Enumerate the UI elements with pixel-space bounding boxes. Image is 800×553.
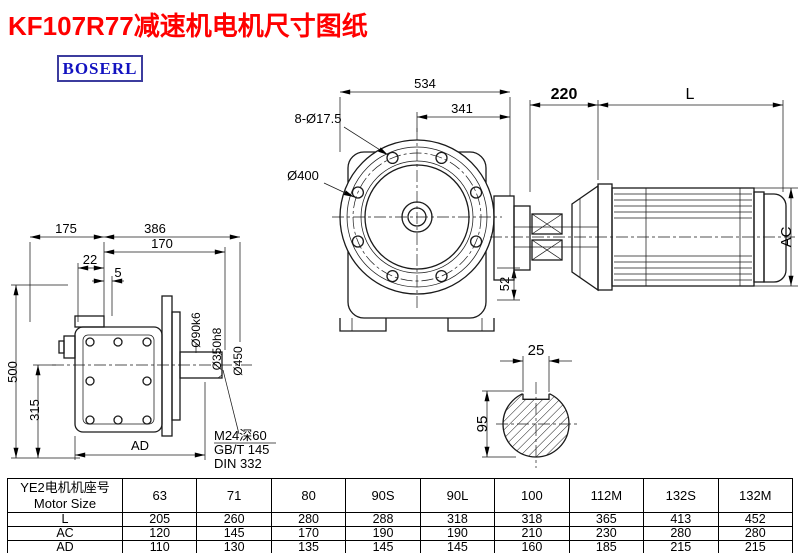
table-cell: 110 bbox=[121, 540, 198, 553]
table-header-motor-size: YE2电机机座号 Motor Size bbox=[7, 477, 123, 514]
table-cell: 280 bbox=[643, 526, 719, 542]
flange-dia-label: Ø450 bbox=[231, 346, 245, 376]
bolt-hole-note: 8-Ø17.5 bbox=[295, 111, 342, 126]
table-cell: 452 bbox=[717, 512, 793, 528]
front-view: 534 341 8-Ø17.5 Ø400 52 bbox=[287, 76, 520, 332]
size-col: 100 bbox=[494, 477, 570, 514]
table-cell: 365 bbox=[568, 512, 645, 528]
table-cell: 205 bbox=[121, 512, 198, 528]
left-side-view: 175 386 170 22 5 500 315 bbox=[5, 221, 276, 471]
table-cell: 185 bbox=[568, 540, 645, 553]
table-cell: 145 bbox=[345, 540, 421, 553]
table-cell: 318 bbox=[419, 512, 496, 528]
table-cell: 190 bbox=[419, 526, 496, 542]
standard-din: DIN 332 bbox=[214, 456, 262, 471]
bolt-circle-dia-label: Ø400 bbox=[287, 168, 319, 183]
shaft-section-dia-label: 95 bbox=[474, 416, 491, 433]
table-cell: 215 bbox=[643, 540, 719, 553]
dim-175: 175 bbox=[55, 221, 77, 236]
size-col: 90L bbox=[419, 477, 496, 514]
size-col: 132S bbox=[643, 477, 719, 514]
table-cell: 145 bbox=[196, 526, 272, 542]
motor-side-view: 220 L AC bbox=[529, 86, 798, 291]
table-cell: 280 bbox=[717, 526, 793, 542]
brand-logo-text: BOSERL bbox=[62, 58, 138, 78]
shaft-dia-label: Ø90k6 bbox=[189, 312, 203, 348]
table-cell: 260 bbox=[196, 512, 272, 528]
standard-gb: GB/T 145 bbox=[214, 442, 269, 457]
brand-logo: BOSERL bbox=[57, 55, 143, 82]
row-label: AD bbox=[7, 540, 123, 553]
table-header-en: Motor Size bbox=[33, 495, 97, 511]
size-col: 112M bbox=[568, 477, 645, 514]
size-col: 90S bbox=[345, 477, 421, 514]
dim-386: 386 bbox=[144, 221, 166, 236]
table-cell: 413 bbox=[643, 512, 719, 528]
dim-315: 315 bbox=[27, 399, 42, 421]
table-cell: 120 bbox=[121, 526, 198, 542]
dim-220: 220 bbox=[551, 86, 578, 103]
table-row-AC: AC 120 145 170 190 190 210 230 280 280 bbox=[7, 526, 793, 542]
table-row-L: L 205 260 280 288 318 318 365 413 452 bbox=[7, 512, 793, 528]
table-header-row: YE2电机机座号 Motor Size 63 71 80 90S 90L 100… bbox=[7, 477, 793, 514]
dim-341: 341 bbox=[451, 101, 473, 116]
dim-534: 534 bbox=[414, 76, 436, 91]
size-col: 132M bbox=[717, 477, 793, 514]
table-cell: 288 bbox=[345, 512, 421, 528]
table-cell: 130 bbox=[196, 540, 272, 553]
table-cell: 145 bbox=[419, 540, 496, 553]
dim-22: 22 bbox=[83, 252, 97, 267]
spigot-dia-label: Ø350h8 bbox=[210, 327, 224, 370]
table-cell: 280 bbox=[270, 512, 347, 528]
thread-note: M24深60 bbox=[214, 428, 267, 443]
table-cell: 190 bbox=[345, 526, 421, 542]
size-col: 71 bbox=[196, 477, 272, 514]
dim-500: 500 bbox=[5, 361, 20, 383]
table-cell: 215 bbox=[717, 540, 793, 553]
dim-170: 170 bbox=[151, 236, 173, 251]
shaft-cross-section: 25 95 bbox=[474, 342, 578, 468]
size-col: 80 bbox=[270, 477, 347, 514]
dim-5: 5 bbox=[114, 265, 121, 280]
table-cell: 318 bbox=[494, 512, 570, 528]
table-cell: 160 bbox=[494, 540, 570, 553]
table-cell: 210 bbox=[494, 526, 570, 542]
dim-AC: AC bbox=[778, 226, 795, 247]
motor-size-table: YE2电机机座号 Motor Size 63 71 80 90S 90L 100… bbox=[7, 477, 793, 553]
size-col: 63 bbox=[121, 477, 198, 514]
row-label: AC bbox=[7, 526, 123, 542]
dim-52: 52 bbox=[497, 277, 512, 291]
page-title: KF107R77减速机电机尺寸图纸 bbox=[8, 11, 368, 41]
table-cell: 170 bbox=[270, 526, 347, 542]
table-cell: 230 bbox=[568, 526, 645, 542]
dim-length-L: L bbox=[686, 86, 695, 103]
key-width-label: 25 bbox=[528, 342, 545, 359]
table-header-cn: YE2电机机座号 bbox=[20, 480, 110, 495]
row-label: L bbox=[7, 512, 123, 528]
dim-AD: AD bbox=[131, 438, 149, 453]
table-row-AD: AD 110 130 135 145 145 160 185 215 215 bbox=[7, 540, 793, 553]
input-shaft-section bbox=[490, 184, 795, 292]
table-cell: 135 bbox=[270, 540, 347, 553]
